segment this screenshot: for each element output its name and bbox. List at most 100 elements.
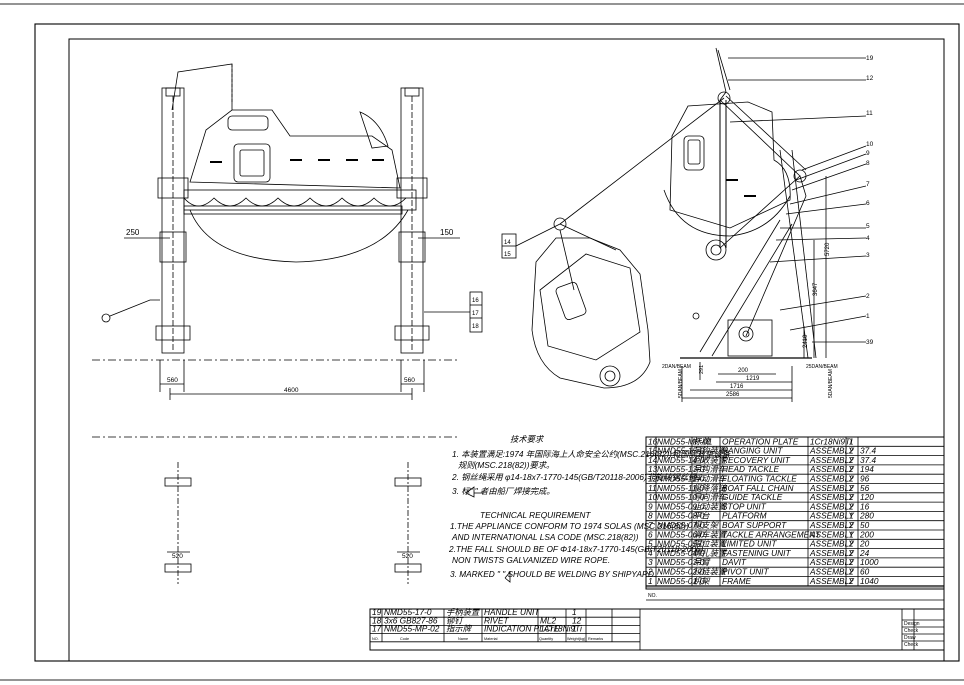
title-cell-qty: 1 xyxy=(572,607,577,617)
svg-text:10: 10 xyxy=(866,141,874,148)
plan-view: 520 520 xyxy=(92,436,460,584)
canopy-cover xyxy=(359,111,389,149)
title-cell-mat: ML2 xyxy=(540,615,557,625)
part-balloons: 19 12 11 10 9 8 7 6 5 4 3 2 1 3 xyxy=(728,55,874,346)
title-cell-qty: 12 xyxy=(572,615,582,625)
side-marks: 16 17 18 xyxy=(424,291,483,333)
notes-cn-line2: 2. 钢丝绳采用 φ14-18x7-1770-145(GB/T20118-200… xyxy=(451,472,705,482)
notes-en-title: TECHNICAL REQUIREMENT xyxy=(480,510,591,520)
parts-cell-name: GUIDE TACKLE xyxy=(722,492,783,502)
parts-cell-code: NMD55-06-0 xyxy=(657,529,705,539)
parts-cell-name: BOAT SUPPORT xyxy=(722,520,787,530)
notes-cn-title: 技术要求 xyxy=(510,434,545,444)
svg-text:17: 17 xyxy=(472,311,479,317)
title-cell-name: HANDLE UNIT xyxy=(484,607,540,617)
front-view-dimensions: 560 560 4600 xyxy=(159,360,425,400)
parts-cell-name: LIMITED UNIT xyxy=(722,539,777,549)
parts-cell-qty: 1 xyxy=(849,511,854,521)
parts-cell-name: HANGING UNIT xyxy=(722,446,783,456)
parts-cell-weight: 194 xyxy=(860,464,874,474)
tb-check2: Check xyxy=(904,642,919,648)
parts-cell-code: NMD55-14-0 xyxy=(657,455,705,465)
parts-cell-no: 8 xyxy=(648,511,653,521)
title-header: Code xyxy=(400,637,409,641)
parts-cell-weight: 1000 xyxy=(860,557,879,567)
parts-cell-code: NMD55-03-0 xyxy=(657,557,705,567)
parts-cell-material: ASSEMBLY xyxy=(809,511,855,521)
title-cell-qty: 1 xyxy=(572,624,577,634)
parts-cell-name: STOP UNIT xyxy=(722,501,767,511)
svg-text:560: 560 xyxy=(404,377,415,384)
svg-text:5: 5 xyxy=(866,223,870,230)
parts-cell-qty: 2 xyxy=(848,455,854,465)
parts-cell-material: ASSEMBLY xyxy=(809,539,855,549)
parts-cell-qty: 2 xyxy=(848,474,854,484)
title-header: Weight(kg) xyxy=(567,637,586,641)
side-view-dimensions: 5720 3647 2410 291 200 1219 1716 2586 2D… xyxy=(662,176,838,402)
parts-cell-qty: 2 xyxy=(848,557,854,567)
parts-cell-material: ASSEMBLY xyxy=(809,492,855,502)
parts-cell-cn: 浮动滑车 xyxy=(693,474,728,484)
parts-cell-qty: 1 xyxy=(849,436,854,446)
lifeboat-canopy xyxy=(189,109,401,189)
parts-cell-cn: 导向滑车 xyxy=(693,492,728,502)
weld-symbol xyxy=(465,486,511,583)
parts-cell-material: ASSEMBLY xyxy=(809,576,855,586)
parts-cell-name: PLATFORM xyxy=(722,511,767,521)
parts-cell-name: RECOVERY UNIT xyxy=(722,455,791,465)
parts-cell-code: NMD55-02-0 xyxy=(657,567,705,577)
parts-cell-code: NMD55-10-0 xyxy=(657,492,705,502)
svg-text:18: 18 xyxy=(472,324,479,330)
parts-cell-cn: 限位装置 xyxy=(693,539,728,549)
parts-cell-cn: 回收装置 xyxy=(693,455,728,465)
parts-cell-name: DAVIT xyxy=(722,557,747,567)
parts-cell-qty: 2 xyxy=(848,464,854,474)
svg-text:5DAN/BEAM: 5DAN/BEAM xyxy=(678,369,684,398)
parts-cell-material: ASSEMBLY xyxy=(809,483,855,493)
parts-cell-qty: 1 xyxy=(849,529,854,539)
parts-cell-cn: 止动装置 xyxy=(693,501,728,511)
parts-cell-cn: 平台 xyxy=(693,511,710,521)
propeller xyxy=(599,365,621,387)
parts-cell-cn: 机架 xyxy=(693,576,711,586)
parts-cell-material: ASSEMBLY xyxy=(809,548,855,558)
frame-cross-beam xyxy=(183,205,403,215)
notes-cn-line1b: 规则(MSC.218(82))要求。 xyxy=(458,460,554,470)
svg-text:6: 6 xyxy=(866,200,870,207)
title-header: Quantity xyxy=(539,637,553,641)
parts-cell-name: FRAME xyxy=(722,576,752,586)
svg-text:19: 19 xyxy=(866,55,874,62)
notes-cn-line1: 1. 本装置满足:1974 年国际海上人命安全公约(MSC.216(82))和国… xyxy=(452,449,731,459)
parts-cell-name: HEAD TACKLE xyxy=(722,464,779,474)
title-cell-name: RIVET xyxy=(484,615,509,625)
parts-cell-weight: 280 xyxy=(859,511,874,521)
parts-cell-name: BOAT FALL CHAIN xyxy=(722,483,793,493)
parts-cell-material: ASSEMBLY xyxy=(809,567,855,577)
parts-cell-no: 16 xyxy=(648,436,658,446)
parts-cell-code: NMD55-15-0 xyxy=(657,446,705,456)
parts-cell-weight: 20 xyxy=(859,539,870,549)
parts-cell-no: 15 xyxy=(648,446,658,456)
svg-text:2: 2 xyxy=(866,293,870,300)
parts-cell-weight: 24 xyxy=(859,548,870,558)
title-cell-cn: 手柄装置 xyxy=(446,607,481,617)
parts-cell-qty: 2 xyxy=(848,492,854,502)
parts-cell-code: NMD55-09-0 xyxy=(657,501,705,511)
title-cell-code: NMD55-17-0 xyxy=(384,607,432,617)
boat-crane-arm xyxy=(171,63,233,111)
parts-cell-no: 1 xyxy=(648,576,653,586)
title-cell-no: 18 xyxy=(372,615,382,625)
parts-cell-qty: 2 xyxy=(848,576,854,586)
title-cell-mat: 1Cr18Ni9Ti xyxy=(540,624,583,634)
parts-cell-material: ASSEMBLY xyxy=(809,529,855,539)
svg-text:5DAN/BEAM: 5DAN/BEAM xyxy=(828,369,834,398)
stowed-lifeboat xyxy=(669,101,791,229)
section-label-250: 250 xyxy=(126,228,140,237)
svg-text:2410: 2410 xyxy=(803,334,809,348)
parts-cell-qty: 2 xyxy=(848,483,854,493)
parts-cell-cn: 艇支架 xyxy=(693,520,720,530)
parts-cell-name: FLOATING TACKLE xyxy=(722,474,797,484)
title-header: Remarks xyxy=(588,637,603,641)
svg-text:200: 200 xyxy=(738,368,749,374)
